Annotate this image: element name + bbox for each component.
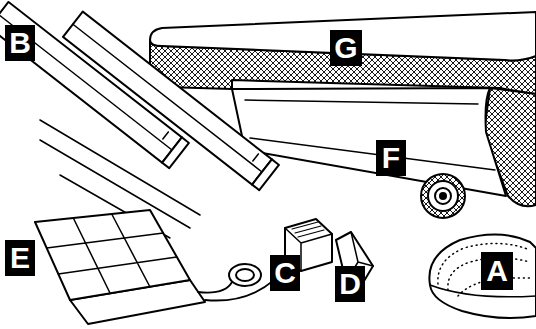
coil-ring: [435, 188, 451, 204]
bar-end: [162, 137, 189, 168]
bar-body: [63, 12, 272, 185]
pad-upper: [35, 210, 190, 300]
bar-groove: [253, 154, 259, 161]
cushion-quilting: [438, 243, 530, 296]
cable-coil: [421, 174, 465, 218]
bar-groove: [163, 132, 169, 139]
bar-edge: [73, 24, 262, 172]
coil-core: [440, 193, 446, 199]
cushion: [429, 234, 536, 318]
coil-outer: [421, 174, 465, 218]
callout-letter: E: [5, 240, 35, 276]
callout-letter: B: [5, 25, 35, 61]
coil-ring: [428, 181, 458, 211]
cable-loop: [236, 269, 254, 281]
callout-letter: A: [481, 252, 513, 290]
adapter-slits: [292, 222, 324, 237]
callout-letter: F: [376, 140, 406, 176]
recess-edge: [245, 100, 495, 170]
cable-loop: [229, 264, 261, 286]
pad-grid: [47, 214, 177, 293]
callout-letter: G: [330, 30, 362, 66]
callout-letter: D: [335, 266, 365, 302]
case-recess: [232, 88, 506, 196]
bar: [63, 12, 279, 191]
callout-letter: C: [270, 255, 300, 291]
bar-end: [252, 159, 279, 190]
